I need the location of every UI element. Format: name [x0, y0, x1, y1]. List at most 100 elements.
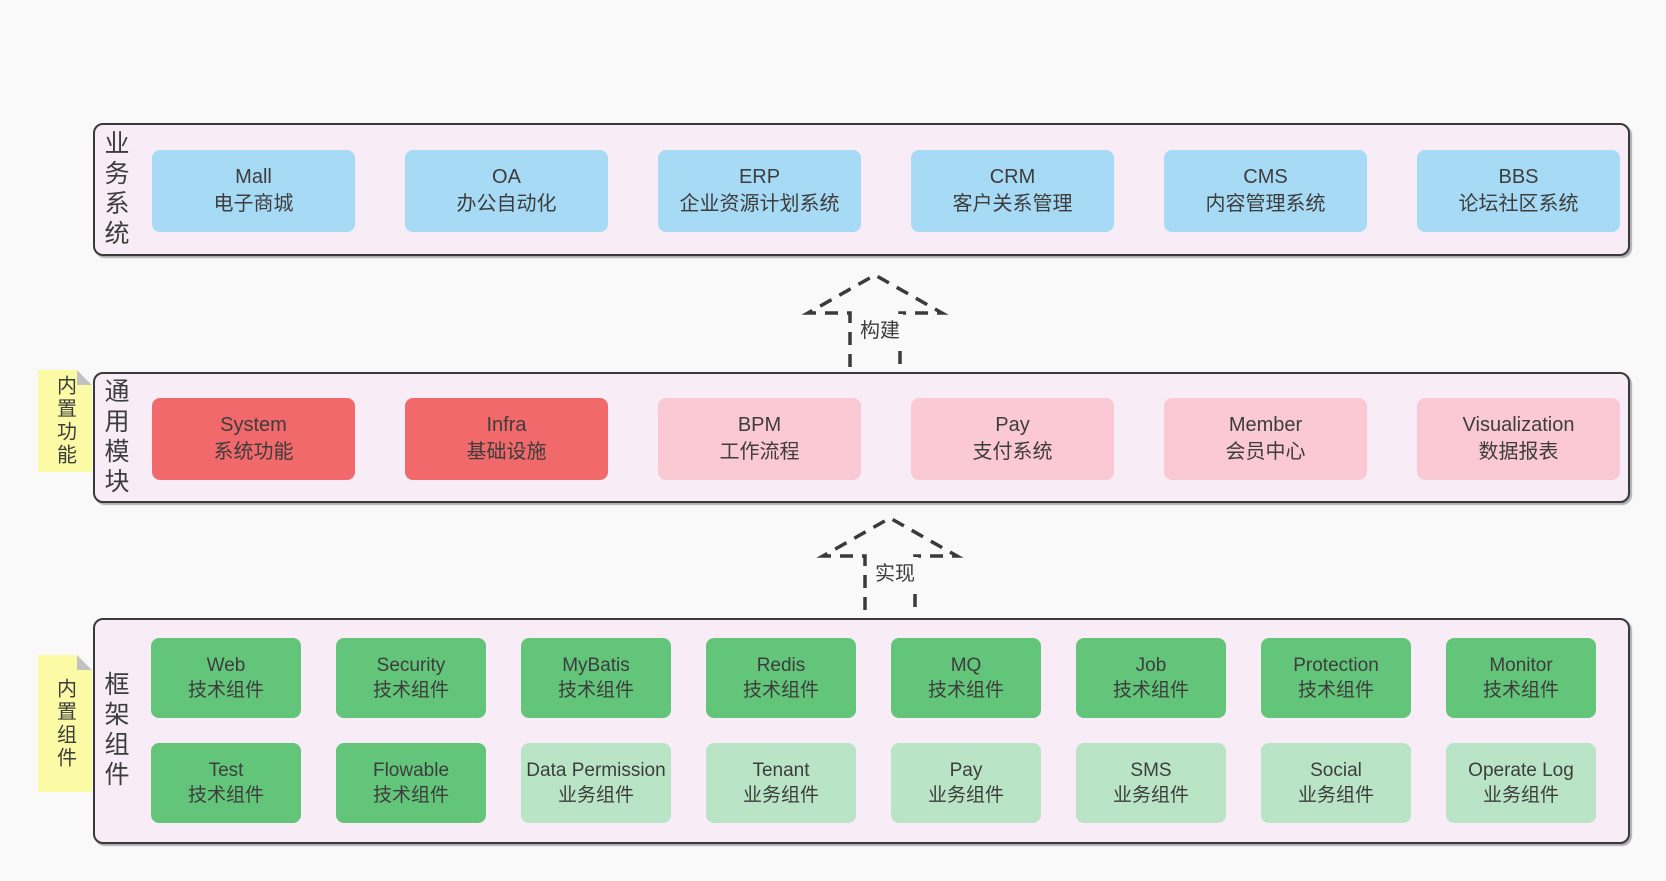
- box-subtitle: 工作流程: [719, 441, 800, 463]
- sticky-text: 内置组件: [53, 677, 76, 770]
- box-job: Job 技术组件: [1076, 638, 1226, 718]
- box-name: Member: [1228, 414, 1303, 436]
- box-mq: MQ 技术组件: [891, 638, 1041, 718]
- box-subtitle: 技术组件: [187, 680, 264, 701]
- box-subtitle: 技术组件: [742, 680, 819, 701]
- box-subtitle: 技术组件: [1112, 680, 1189, 701]
- box-test: Test 技术组件: [151, 743, 301, 823]
- box-name: BBS: [1498, 166, 1539, 188]
- box-flowable: Flowable 技术组件: [336, 743, 486, 823]
- box-name: OA: [492, 166, 521, 188]
- box-name: Visualization: [1462, 414, 1575, 436]
- band-framework-components: 框架组件 Web 技术组件 Security 技术组件 MyBatis 技术组件…: [93, 618, 1630, 844]
- box-subtitle: 基础设施: [466, 441, 547, 463]
- box-subtitle: 内容管理系统: [1205, 193, 1326, 215]
- box-subtitle: 电子商城: [213, 193, 294, 215]
- dashed-up-arrow-icon: [816, 515, 964, 610]
- box-name: Social: [1310, 760, 1362, 781]
- box-data-permission: Data Permission 业务组件: [521, 743, 671, 823]
- box-subtitle: 技术组件: [372, 680, 449, 701]
- dashed-up-arrow-icon: [801, 272, 949, 367]
- band-label-common-modules: 通用模块: [101, 377, 129, 498]
- box-mall: Mall 电子商城: [152, 150, 355, 232]
- box-redis: Redis 技术组件: [706, 638, 856, 718]
- box-name: ERP: [738, 166, 781, 188]
- box-security: Security 技术组件: [336, 638, 486, 718]
- box-subtitle: 技术组件: [187, 785, 264, 806]
- band-label-business-systems: 业务系统: [101, 129, 129, 250]
- box-subtitle: 论坛社区系统: [1458, 193, 1579, 215]
- sticky-note-built-in-components: 内置组件: [38, 655, 92, 792]
- box-member: Member 会员中心: [1164, 398, 1367, 480]
- box-monitor: Monitor 技术组件: [1446, 638, 1596, 718]
- box-subtitle: 业务组件: [557, 785, 634, 806]
- box-name: SMS: [1130, 760, 1172, 781]
- box-subtitle: 业务组件: [1112, 785, 1189, 806]
- box-name: Test: [208, 760, 244, 781]
- box-oa: OA 办公自动化: [405, 150, 608, 232]
- box-subtitle: 办公自动化: [456, 193, 557, 215]
- box-subtitle: 技术组件: [557, 680, 634, 701]
- box-subtitle: 企业资源计划系统: [679, 193, 840, 215]
- box-name: CMS: [1243, 166, 1288, 188]
- box-name: Web: [206, 655, 246, 676]
- folded-corner: [77, 655, 92, 670]
- box-name: Security: [376, 655, 446, 676]
- box-name: MyBatis: [562, 655, 630, 676]
- box-protection: Protection 技术组件: [1261, 638, 1411, 718]
- arrow-label: 构建: [857, 314, 903, 343]
- box-social: Social 业务组件: [1261, 743, 1411, 823]
- box-name: Redis: [756, 655, 806, 676]
- box-name: Flowable: [372, 760, 450, 781]
- box-subtitle: 支付系统: [972, 441, 1053, 463]
- box-name: CRM: [989, 166, 1036, 188]
- box-erp: ERP 企业资源计划系统: [658, 150, 861, 232]
- box-web: Web 技术组件: [151, 638, 301, 718]
- box-subtitle: 技术组件: [1482, 680, 1559, 701]
- box-name: System: [220, 414, 287, 436]
- box-subtitle: 技术组件: [927, 680, 1004, 701]
- box-cms: CMS 内容管理系统: [1164, 150, 1367, 232]
- box-name: Operate Log: [1468, 760, 1574, 781]
- box-subtitle: 会员中心: [1225, 441, 1306, 463]
- box-name: Infra: [486, 414, 527, 436]
- box-operate-log: Operate Log 业务组件: [1446, 743, 1596, 823]
- box-subtitle: 业务组件: [742, 785, 819, 806]
- folded-corner: [77, 370, 92, 385]
- box-name: Monitor: [1489, 655, 1553, 676]
- box-subtitle: 业务组件: [1297, 785, 1374, 806]
- box-system: System 系统功能: [152, 398, 355, 480]
- band-business-systems: 业务系统 Mall 电子商城 OA 办公自动化 ERP 企业资源计划系统 CRM…: [93, 123, 1630, 256]
- box-name: MQ: [950, 655, 982, 676]
- box-name: Pay: [949, 760, 983, 781]
- box-bbs: BBS 论坛社区系统: [1417, 150, 1620, 232]
- box-bpm: BPM 工作流程: [658, 398, 861, 480]
- box-name: Tenant: [752, 760, 810, 781]
- box-sms: SMS 业务组件: [1076, 743, 1226, 823]
- box-subtitle: 系统功能: [213, 441, 294, 463]
- box-subtitle: 技术组件: [1297, 680, 1374, 701]
- band-label-framework-components: 框架组件: [101, 671, 129, 791]
- box-subtitle: 数据报表: [1478, 441, 1559, 463]
- box-name: BPM: [737, 414, 782, 436]
- arrow-label: 实现: [872, 557, 918, 586]
- box-name: Protection: [1293, 655, 1379, 676]
- arrow-implement: 实现: [810, 498, 980, 615]
- box-pay-component: Pay 业务组件: [891, 743, 1041, 823]
- box-visualization: Visualization 数据报表: [1417, 398, 1620, 480]
- box-subtitle: 业务组件: [927, 785, 1004, 806]
- sticky-note-built-in-features: 内置功能: [38, 370, 92, 472]
- arrow-build: 构建: [795, 255, 965, 372]
- box-name: Data Permission: [526, 760, 666, 781]
- band-common-modules: 通用模块 System 系统功能 Infra 基础设施 BPM 工作流程 Pay…: [93, 372, 1630, 503]
- box-name: Mall: [235, 166, 272, 188]
- box-pay-system: Pay 支付系统: [911, 398, 1114, 480]
- box-tenant: Tenant 业务组件: [706, 743, 856, 823]
- box-subtitle: 技术组件: [372, 785, 449, 806]
- sticky-text: 内置功能: [53, 375, 76, 467]
- box-name: Job: [1135, 655, 1167, 676]
- box-mybatis: MyBatis 技术组件: [521, 638, 671, 718]
- box-subtitle: 客户关系管理: [952, 193, 1073, 215]
- box-infra: Infra 基础设施: [405, 398, 608, 480]
